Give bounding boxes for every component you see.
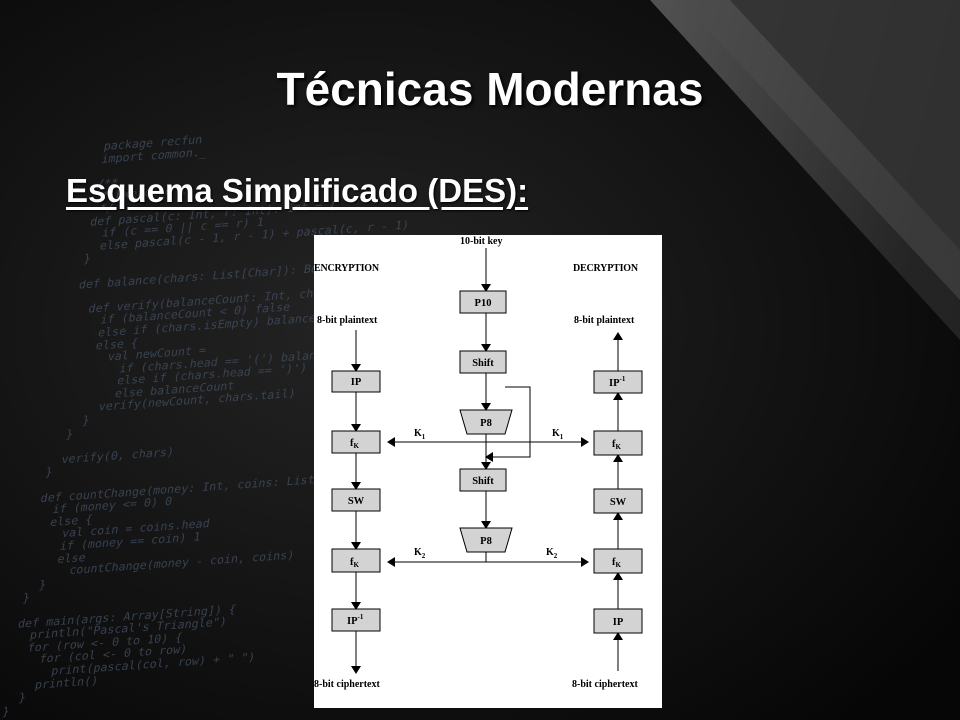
dec-fk2-box: fK xyxy=(593,548,643,574)
decryption-label: DECRYPTION xyxy=(573,263,639,274)
p10-box: P10 xyxy=(459,290,507,314)
k2-right-label: K2 xyxy=(546,547,558,560)
svg-text:Shift: Shift xyxy=(472,476,494,487)
enc-ip-box: IP xyxy=(331,370,381,393)
key-label: 10-bit key xyxy=(460,236,503,247)
svg-text:IP-1: IP-1 xyxy=(347,613,364,627)
dec-ip-inverse-box: IP-1 xyxy=(593,370,643,394)
p8-box-1: P8 xyxy=(459,409,513,435)
svg-text:IP: IP xyxy=(351,377,362,388)
svg-text:IP: IP xyxy=(613,617,624,628)
p8-box-2: P8 xyxy=(459,527,513,553)
svg-text:fK: fK xyxy=(350,438,360,450)
dec-sw-box: SW xyxy=(593,488,643,514)
svg-text:IP-1: IP-1 xyxy=(609,375,626,389)
svg-text:P8: P8 xyxy=(480,536,492,547)
enc-ip-inverse-box: IP-1 xyxy=(331,608,381,632)
dec-fk1-box: fK xyxy=(593,430,643,456)
k2-left-label: K2 xyxy=(414,547,426,560)
svg-text:SW: SW xyxy=(610,497,627,508)
enc-ciphertext-label: 8-bit ciphertext xyxy=(314,679,380,690)
svg-text:fK: fK xyxy=(612,439,622,451)
svg-text:fK: fK xyxy=(612,557,622,569)
shift-box-2: Shift xyxy=(459,468,507,492)
svg-text:fK: fK xyxy=(350,557,360,569)
slide-title: Técnicas Modernas xyxy=(276,63,704,115)
svg-text:Shift: Shift xyxy=(472,358,494,369)
dec-plaintext-label: 8-bit plaintext xyxy=(574,315,635,326)
enc-fk1-box: fK xyxy=(331,430,381,454)
shift-box-1: Shift xyxy=(459,350,507,374)
encryption-label: ENCRYPTION xyxy=(314,263,380,274)
svg-text:SW: SW xyxy=(348,496,365,507)
enc-sw-box: SW xyxy=(331,488,381,512)
des-diagram: ENCRYPTION DECRYPTION 10-bit key 8-bit p… xyxy=(314,235,662,708)
enc-fk2-box: fK xyxy=(331,548,381,573)
svg-text:P8: P8 xyxy=(480,418,492,429)
svg-text:P10: P10 xyxy=(475,298,492,309)
slide-subtitle: Esquema Simplificado (DES): xyxy=(66,172,529,209)
k1-right-label: K1 xyxy=(552,428,564,441)
enc-plaintext-label: 8-bit plaintext xyxy=(317,315,378,326)
dec-ciphertext-label: 8-bit ciphertext xyxy=(572,679,638,690)
k1-left-label: K1 xyxy=(414,428,426,441)
dec-ip-box: IP xyxy=(593,608,643,634)
